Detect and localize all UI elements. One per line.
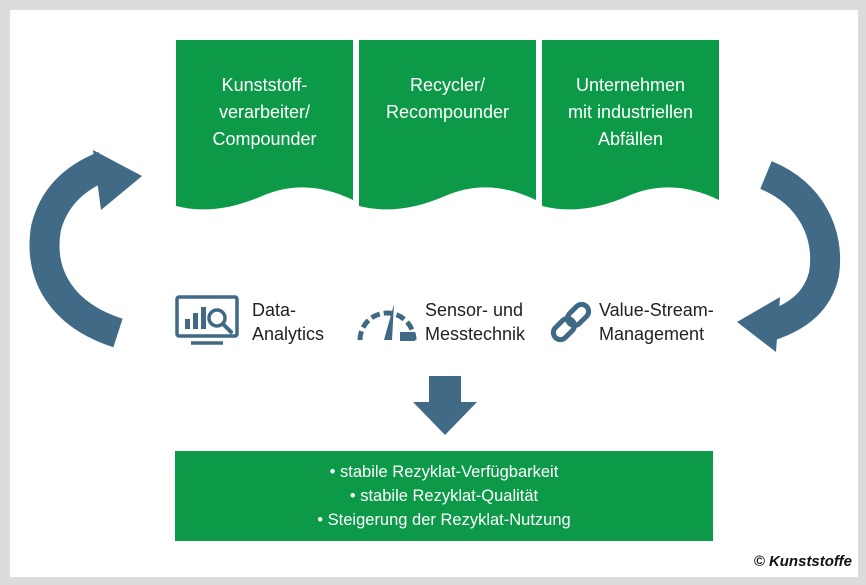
result-item: • stabile Rezyklat-Qualität	[349, 487, 539, 505]
speedometer-gauge-icon	[357, 304, 417, 341]
card-recycler: Recycler/ Recompounder	[359, 72, 536, 126]
copyright-note: © Kunststoffe	[753, 553, 852, 570]
tool-data-analytics: Data- Analytics	[252, 298, 324, 346]
card-industry-line-1: Unternehmen	[575, 75, 686, 95]
card-industry-line-3: Abfällen	[597, 129, 664, 149]
tool-value-stream: Value-Stream- Management	[599, 298, 714, 346]
result-item: • stabile Rezyklat-Verfügbarkeit	[329, 463, 559, 481]
result-box: • stabile Rezyklat-Verfügbarkeit • stabi…	[175, 451, 713, 541]
result-item: • Steigerung der Rezyklat-Nutzung	[317, 511, 571, 529]
card-processor-line-1: Kunststoff-	[221, 75, 308, 95]
chain-link-icon	[550, 301, 592, 343]
card-processor-line-2: verarbeiter/	[218, 102, 311, 122]
right-cycle-arrow	[737, 161, 840, 352]
data-analytics-monitor-icon	[175, 295, 239, 345]
tool-value-stream-line-1: Value-Stream-	[599, 300, 714, 320]
tool-sensor-line-1: Sensor- und	[425, 300, 524, 320]
card-industry-line-2: mit industriellen	[567, 102, 694, 122]
card-recycler-shape	[359, 40, 536, 210]
down-arrow	[413, 376, 477, 435]
card-processor: Kunststoff- verarbeiter/ Compounder	[176, 72, 353, 153]
tool-value-stream-line-2: Management	[599, 324, 705, 344]
tool-data-analytics-line-2: Analytics	[252, 324, 325, 344]
card-processor-line-3: Compounder	[212, 129, 317, 149]
left-cycle-arrow	[29, 150, 142, 348]
card-processor-shape	[176, 40, 353, 210]
tool-sensor: Sensor- und Messtechnik	[425, 298, 525, 346]
card-recycler-line-1: Recycler/	[409, 75, 485, 95]
card-industry-shape	[542, 40, 719, 210]
card-industry: Unternehmen mit industriellen Abfällen	[542, 72, 719, 153]
card-recycler-line-2: Recompounder	[385, 102, 510, 122]
tool-sensor-line-2: Messtechnik	[425, 324, 526, 344]
tool-data-analytics-line-1: Data-	[252, 300, 297, 320]
